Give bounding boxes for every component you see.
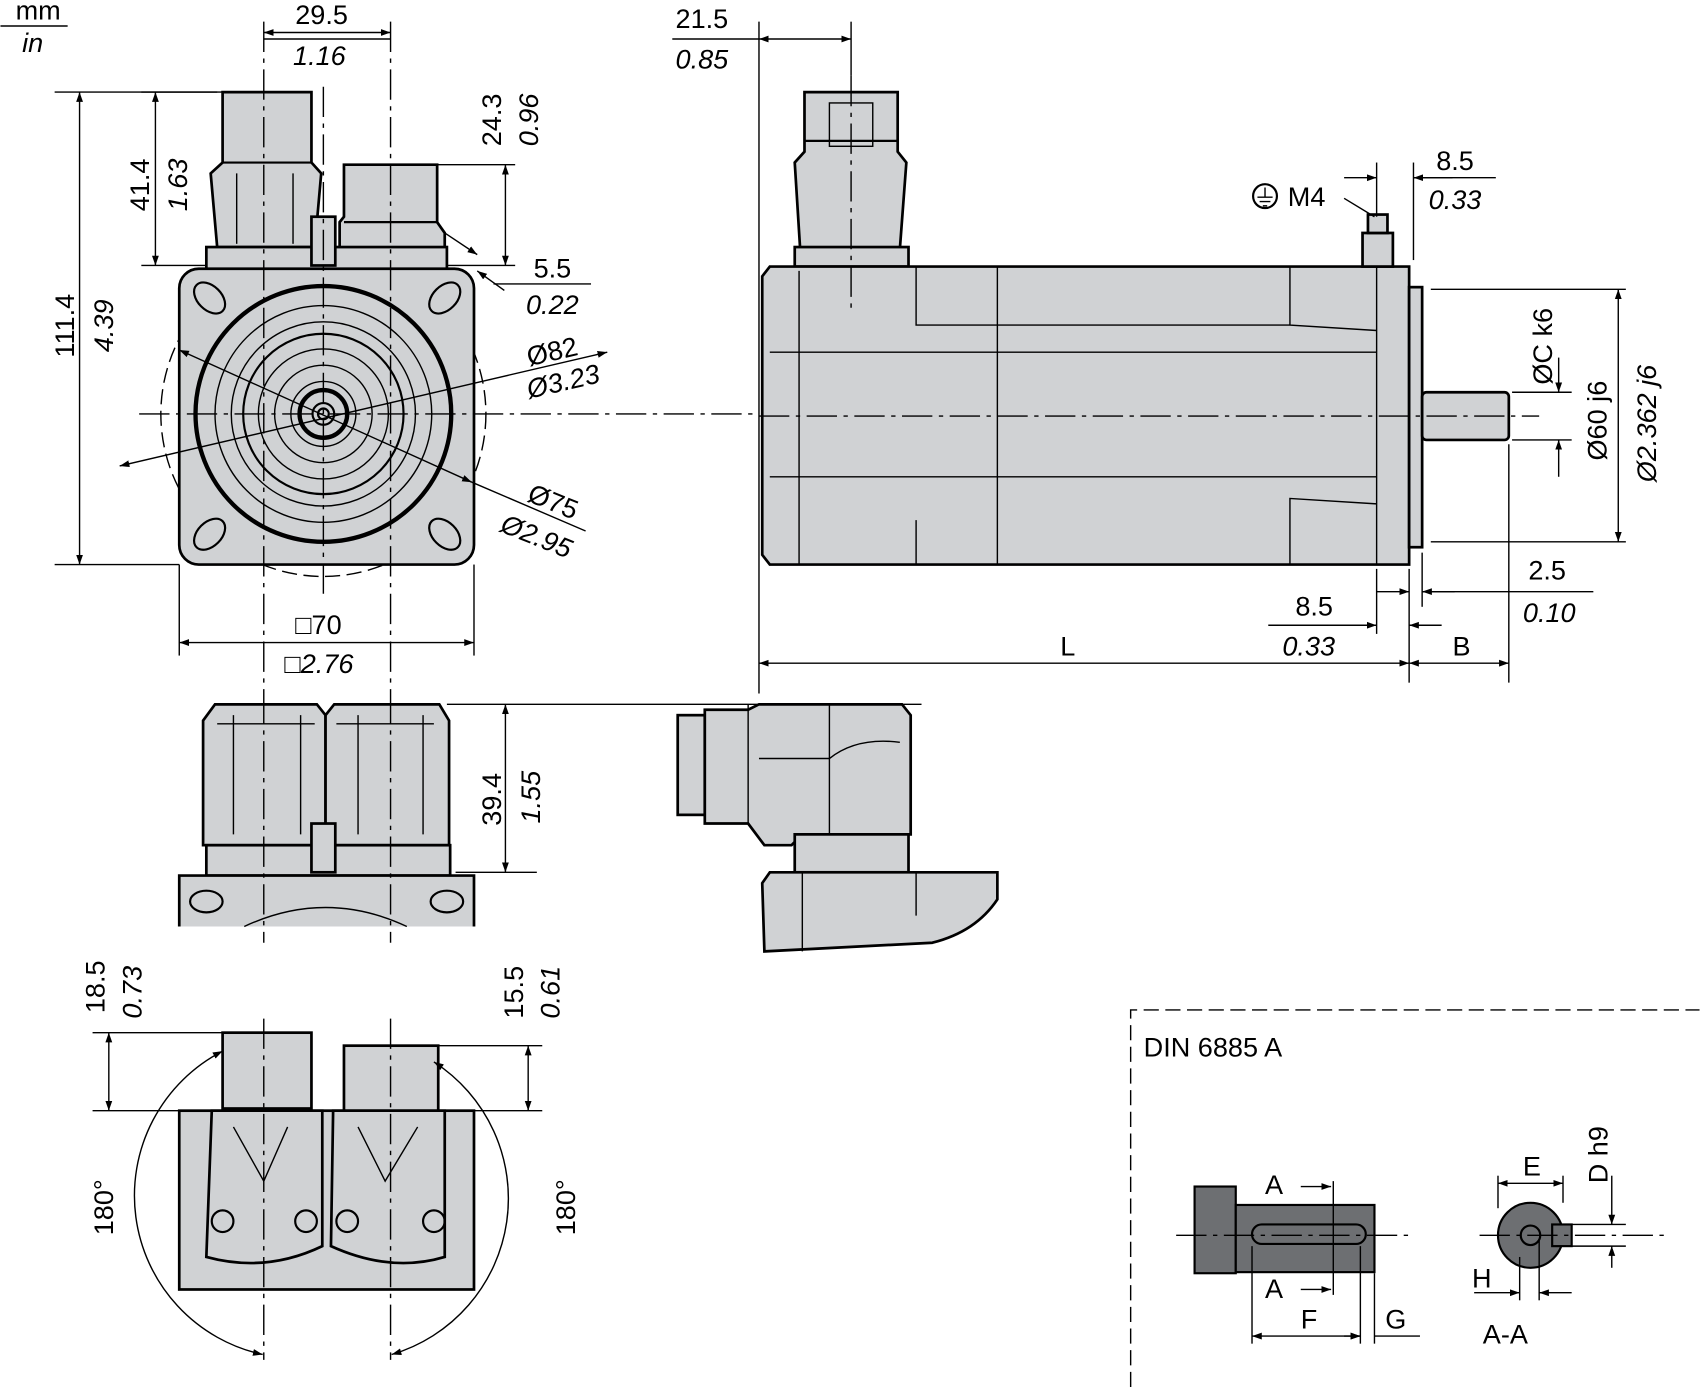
dim-left-offset-in: 0.73 [116,966,147,1019]
dim-shaft-dia: ØC k6 [1527,308,1558,385]
dim-conn1-height-in: 1.63 [162,159,193,212]
dim-shaft-tolerance-D: D h9 [1582,1126,1613,1183]
section-label: A-A [1483,1319,1529,1350]
dim-conn-spacing-in: 1.16 [293,40,347,71]
dim-total-height-mm: 111.4 [49,294,80,358]
dim-conn1-height-mm: 41.4 [124,159,155,212]
dim-offset-mm: 5.5 [534,252,572,283]
unit-in: in [22,27,43,58]
dim-right-offset-in: 0.61 [535,966,566,1019]
dim-ground-offset-in: 0.33 [1429,184,1482,215]
dim-total-height-in: 4.39 [88,299,119,352]
dim-key-length-F: F [1301,1303,1318,1334]
right-rotation-angle: 180° [550,1179,581,1235]
dim-key-width-E: E [1523,1151,1541,1182]
front-view [139,21,759,694]
dim-flange-square-mm: □70 [295,609,341,640]
section-mark-top: A [1265,1169,1284,1200]
connector-rotation-view [133,1018,510,1360]
dim-length-B: B [1452,631,1470,662]
dim-connector-height-in: 1.55 [515,770,546,824]
dim-conn-offset-mm: 21.5 [676,3,729,34]
dim-left-offset-mm: 18.5 [79,960,110,1013]
section-mark-bottom: A [1265,1273,1284,1304]
rotation-dimensions: 18.5 0.73 15.5 0.61 180° 180° [79,960,580,1235]
left-rotation-angle: 180° [88,1179,119,1235]
dim-offset-in: 0.22 [526,289,579,320]
dim-ground-offset-mm: 8.5 [1436,145,1474,176]
dim-centering-dia-mm: Ø60 j6 [1581,381,1612,461]
key-standard-title: DIN 6885 A [1144,1032,1283,1063]
dim-flange-depth-mm: 8.5 [1295,590,1333,621]
dim-flange-thickness-mm: 2.5 [1528,555,1566,586]
angled-connector-side-view [676,702,999,953]
side-dimensions: 21.5 0.85 M4 8.5 0.33 ØC k6 Ø60 j6 Ø2.36… [672,3,1662,694]
ground-icon [1252,183,1279,210]
units-legend: mm in [0,0,68,58]
dim-key-height-H: H [1472,1262,1492,1293]
dim-conn2-height-in: 0.96 [513,93,544,147]
dim-connector-height-mm: 39.4 [476,773,507,826]
dim-right-offset-mm: 15.5 [498,966,529,1019]
unit-mm: mm [16,0,61,26]
dim-conn2-height-mm: 24.3 [476,94,507,147]
connector-top-view: 39.4 1.55 [177,693,922,943]
dim-flange-depth-in: 0.33 [1282,631,1335,662]
dim-flange-square-in: □2.76 [284,648,354,679]
side-view [758,75,1540,566]
dim-conn-offset-in: 0.85 [676,43,730,74]
dim-key-offset-G: G [1385,1303,1406,1334]
dim-length-L: L [1060,631,1075,662]
dim-centering-dia-in: Ø2.362 j6 [1631,364,1662,483]
dim-conn-spacing-mm: 29.5 [295,0,348,30]
key-detail-box: DIN 6885 A A A F G E D h9 H A-A [1129,1009,1700,1387]
ground-screw-label: M4 [1288,181,1326,212]
dim-flange-thickness-in: 0.10 [1523,597,1576,628]
